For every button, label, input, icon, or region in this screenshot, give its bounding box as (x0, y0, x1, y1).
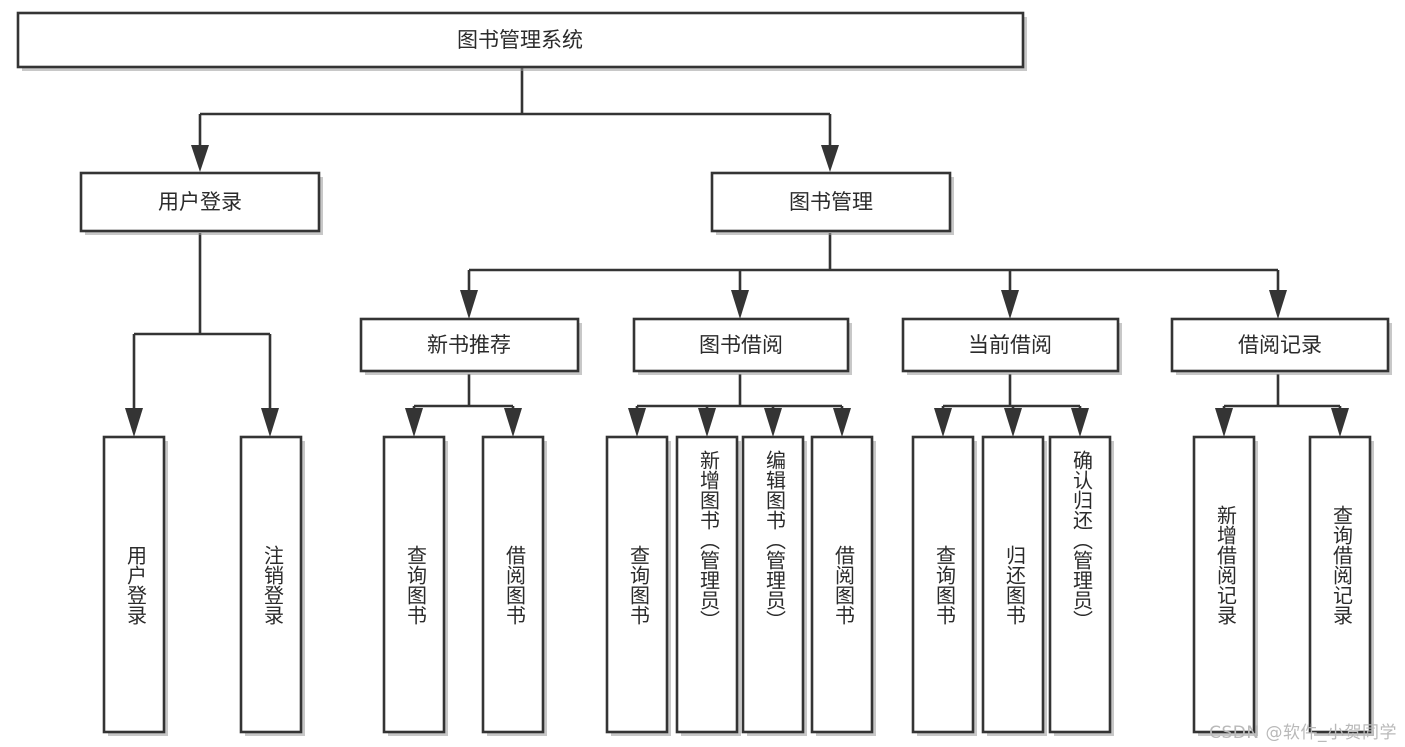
arrow-leaf-query-book-1 (405, 408, 423, 437)
arrow-leaf-logout (261, 408, 279, 437)
node-current-borrow[interactable]: 当前借阅 (901, 317, 1122, 375)
arrow-borrow-record (1269, 290, 1287, 319)
arrow-leaf-return-book (1004, 408, 1022, 437)
leaf-query-book-1-box[interactable] (382, 435, 446, 734)
arrow-leaf-borrow-book-1 (504, 408, 522, 437)
node-leaf-query-book-1[interactable]: 查询图书 (382, 435, 448, 736)
leaf-query-record-box[interactable] (1308, 435, 1372, 734)
leaf-return-book-label: 归还图书 (1003, 545, 1027, 625)
node-book-borrow[interactable]: 图书借阅 (632, 317, 852, 375)
book-borrow-label: 图书借阅 (699, 333, 783, 357)
leaf-add-record-box[interactable] (1192, 435, 1256, 734)
leaf-confirm-return-label: 确认归还（管理员） (1070, 450, 1094, 630)
arrow-leaf-borrow-book-2 (833, 408, 851, 437)
borrow-record-box[interactable] (1170, 317, 1390, 373)
leaf-borrow-book-2-label: 借阅图书 (832, 545, 856, 625)
leaf-query-book-3-box[interactable] (911, 435, 975, 734)
root-box[interactable] (16, 11, 1025, 69)
arrow-leaf-confirm-return (1071, 408, 1089, 437)
user-login-box[interactable] (79, 171, 321, 233)
node-leaf-query-record[interactable]: 查询借阅记录 (1308, 435, 1374, 736)
arrow-book-borrow (731, 290, 749, 319)
arrow-current-borrow (1001, 290, 1019, 319)
leaf-add-record-label: 新增借阅记录 (1214, 505, 1238, 625)
arrow-leaf-add-record (1215, 408, 1233, 437)
root-label: 图书管理系统 (457, 28, 583, 52)
leaf-query-record-label: 查询借阅记录 (1330, 505, 1354, 625)
new-book-recommend-label: 新书推荐 (427, 333, 511, 357)
node-leaf-borrow-book-1[interactable]: 借阅图书 (481, 435, 547, 736)
leaf-borrow-book-1-box[interactable] (481, 435, 545, 734)
leaf-logout-label: 注销登录 (261, 545, 285, 625)
leaf-edit-book-label: 编辑图书（管理员） (763, 450, 787, 630)
leaf-query-book-3-label: 查询图书 (933, 545, 957, 625)
arrow-leaf-query-book-3 (934, 408, 952, 437)
node-new-book-recommend[interactable]: 新书推荐 (359, 317, 582, 375)
book-borrow-box[interactable] (632, 317, 850, 373)
borrow-record-label: 借阅记录 (1238, 333, 1322, 357)
node-leaf-logout[interactable]: 注销登录 (239, 435, 305, 736)
node-root[interactable]: 图书管理系统 (16, 11, 1027, 71)
arrow-leaf-query-record (1331, 408, 1349, 437)
node-leaf-return-book[interactable]: 归还图书 (981, 435, 1047, 736)
leaf-return-book-box[interactable] (981, 435, 1045, 734)
node-leaf-user-login[interactable]: 用户登录 (102, 435, 168, 736)
user-login-label: 用户登录 (158, 190, 242, 214)
leaf-add-book-box[interactable] (675, 435, 739, 734)
node-leaf-add-record[interactable]: 新增借阅记录 (1192, 435, 1258, 736)
connectors (125, 67, 1349, 437)
node-leaf-query-book-3[interactable]: 查询图书 (911, 435, 977, 736)
leaf-query-book-2-label: 查询图书 (627, 545, 651, 625)
arrow-new-book-recommend (460, 290, 478, 319)
leaf-query-book-2-box[interactable] (605, 435, 669, 734)
new-book-recommend-box[interactable] (359, 317, 580, 373)
node-leaf-query-book-2[interactable]: 查询图书 (605, 435, 671, 736)
book-management-label: 图书管理 (789, 190, 873, 214)
leaf-add-book-label: 新增图书（管理员） (697, 450, 721, 630)
node-leaf-confirm-return[interactable]: 确认归还（管理员） (1048, 435, 1114, 736)
leaf-user-login-box[interactable] (102, 435, 166, 734)
arrow-leaf-user-login (125, 408, 143, 437)
leaf-query-book-1-label: 查询图书 (404, 545, 428, 625)
arrow-user-login (191, 145, 209, 172)
leaf-logout-box[interactable] (239, 435, 303, 734)
node-borrow-record[interactable]: 借阅记录 (1170, 317, 1392, 375)
leaf-user-login-label: 用户登录 (124, 545, 148, 625)
leaf-confirm-return-box[interactable] (1048, 435, 1112, 734)
leaf-borrow-book-2-box[interactable] (810, 435, 874, 734)
arrow-leaf-edit-book (764, 408, 782, 437)
current-borrow-label: 当前借阅 (968, 333, 1052, 357)
node-leaf-borrow-book-2[interactable]: 借阅图书 (810, 435, 876, 736)
node-leaf-add-book[interactable]: 新增图书（管理员） (675, 435, 741, 736)
current-borrow-box[interactable] (901, 317, 1120, 373)
leaf-borrow-book-1-label: 借阅图书 (503, 545, 527, 625)
arrow-leaf-query-book-2 (628, 408, 646, 437)
arrow-book-management (821, 145, 839, 172)
book-management-box[interactable] (710, 171, 952, 233)
leaf-edit-book-box[interactable] (741, 435, 805, 734)
node-book-management[interactable]: 图书管理 (710, 171, 954, 235)
node-user-login[interactable]: 用户登录 (79, 171, 323, 235)
arrow-leaf-add-book (698, 408, 716, 437)
node-leaf-edit-book[interactable]: 编辑图书（管理员） (741, 435, 807, 736)
